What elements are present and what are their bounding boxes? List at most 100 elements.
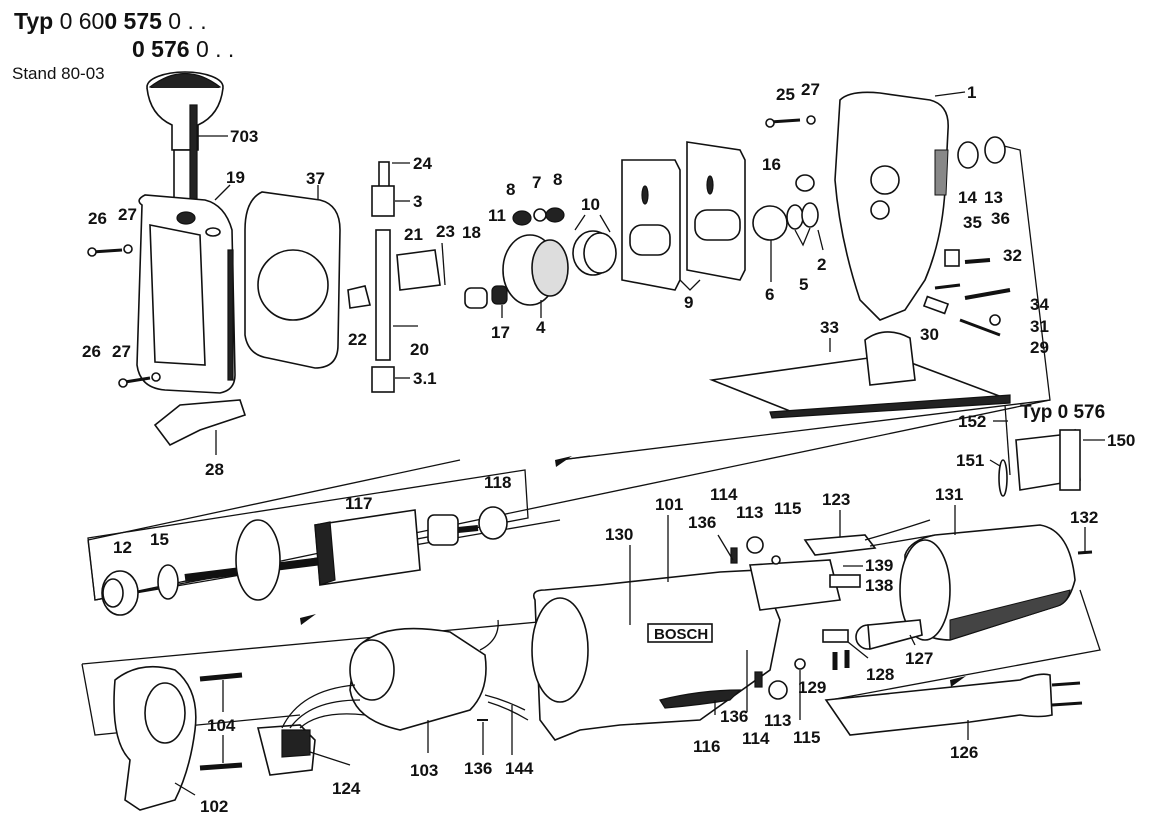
screw-132 (1077, 550, 1093, 555)
bosch-nameplate-130 (647, 623, 713, 643)
part-label-117: 117 (345, 494, 372, 513)
part-label-5: 5 (799, 275, 808, 294)
plate-35 (944, 249, 960, 267)
suppressor-124 (256, 724, 316, 776)
group-outline-armature-frame (87, 469, 529, 601)
part-label-25: 25 (776, 85, 795, 104)
leader-127 (909, 634, 916, 646)
clip-31 (989, 314, 1001, 326)
field-coil-103 (281, 619, 499, 731)
part-label-10: 10 (581, 195, 600, 214)
part-label-15: 15 (150, 530, 169, 549)
spring-113-top (746, 536, 764, 554)
spring-104-bottom (199, 762, 243, 771)
bearing-118 (478, 506, 508, 540)
screw-25 (765, 115, 816, 128)
part-label-101: 101 (655, 495, 683, 514)
screw-115-top (771, 555, 781, 565)
brush-114-bottom (754, 671, 763, 688)
part-label-1: 1 (967, 83, 976, 102)
part-label-139: 139 (865, 556, 893, 575)
part-label-27-top: 27 (118, 205, 137, 224)
part-label-123: 123 (822, 490, 850, 509)
part-label-102: 102 (200, 797, 228, 816)
part-label-2: 2 (817, 255, 826, 274)
type-line-1: Typ 0 600 575 0 . . (14, 10, 207, 33)
group-outline-motor (81, 619, 561, 736)
type-suffix-1: 0 . . (168, 8, 207, 34)
type-number-0576: 0 576 (132, 36, 190, 62)
leader-23 (441, 242, 446, 286)
brush-114-top (730, 547, 738, 564)
type-number-0575: 0 575 (104, 8, 162, 34)
part-label-3-1: 3.1 (413, 369, 437, 388)
part-label-30: 30 (920, 325, 939, 344)
part-label-703: 703 (230, 127, 258, 146)
part-label-128: 128 (866, 665, 894, 684)
part-label-116: 116 (693, 737, 720, 756)
terminal-138 (829, 574, 861, 588)
part-label-22: 22 (348, 330, 367, 349)
fan-guide-102 (113, 665, 197, 811)
washer-6 (752, 205, 788, 241)
end-cap-131 (899, 524, 1076, 641)
part-label-132: 132 (1070, 508, 1098, 527)
part-label-103: 103 (410, 761, 438, 780)
screw-36 (964, 258, 991, 264)
screw-115-bottom (794, 658, 806, 670)
bearing-12 (101, 570, 139, 616)
part-label-35: 35 (963, 213, 982, 232)
part-label-17: 17 (491, 323, 510, 342)
guide-plates-9 (621, 141, 746, 291)
part-label-118: 118 (484, 473, 511, 492)
part-label-8-right: 8 (553, 170, 562, 189)
part-label-29: 29 (1030, 338, 1049, 357)
part-label-4: 4 (536, 318, 546, 337)
part-label-28: 28 (205, 460, 224, 479)
sleeve-30 (922, 295, 950, 315)
group-outline-gearbox (559, 144, 1051, 461)
part-label-26-bottom: 26 (82, 342, 101, 361)
circlip-15 (157, 564, 179, 600)
motor-housing-101: BOSCH (531, 559, 841, 741)
leader-102 (174, 782, 196, 796)
revision-stand: Stand 80-03 (12, 64, 105, 83)
flow-arrow-3 (950, 676, 966, 687)
leader-9 (679, 279, 701, 291)
part-label-126: 126 (950, 743, 978, 762)
screw-26-bottom (118, 372, 161, 388)
base-plate-33 (708, 331, 1011, 419)
part-label-6: 6 (765, 285, 774, 304)
part-label-115-top: 115 (774, 499, 801, 518)
part-label-115-bottom: 115 (793, 728, 820, 747)
part-label-24: 24 (413, 154, 432, 173)
part-label-14: 14 (958, 188, 977, 207)
part-label-113-top: 113 (736, 503, 763, 522)
part-label-12: 12 (113, 538, 132, 557)
part-label-27-bottom: 27 (112, 342, 131, 361)
leader-19 (214, 184, 231, 201)
part-label-8-left: 8 (506, 180, 515, 199)
part-label-23: 23 (436, 222, 455, 241)
pin-151 (998, 459, 1008, 497)
part-label-13: 13 (984, 188, 1003, 207)
part-label-19: 19 (226, 168, 245, 187)
part-label-104: 104 (207, 716, 236, 735)
type-prefix: 0 60 (59, 8, 105, 34)
power-cord-126 (824, 673, 1083, 736)
part-label-32: 32 (1003, 246, 1022, 265)
armature-117 (184, 509, 479, 601)
plate-123 (803, 534, 877, 556)
part-label-16: 16 (762, 155, 781, 174)
gasket-37 (244, 191, 341, 369)
knob-703 (146, 71, 224, 206)
part-label-113-bottom: 113 (764, 711, 791, 730)
part-label-3: 3 (413, 192, 422, 211)
leader-5 (794, 227, 811, 247)
part-label-127: 127 (905, 649, 933, 668)
spindle-127 (855, 619, 923, 651)
lock-washer-5b (801, 202, 819, 228)
bolt-34 (964, 288, 1011, 300)
part-label-33: 33 (820, 318, 839, 337)
